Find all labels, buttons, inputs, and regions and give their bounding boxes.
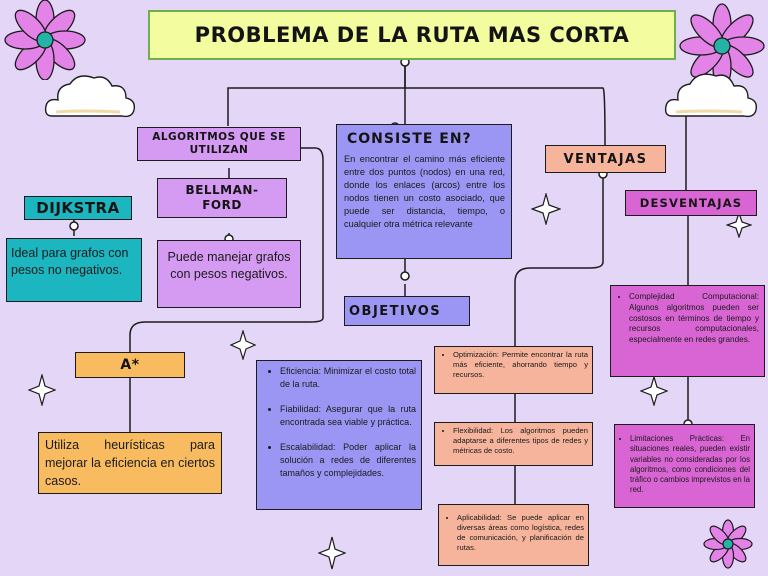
sparkle-star-icon: [531, 193, 561, 225]
desventaja-box-limitaciones: Limitaciones Prácticas: En situaciones r…: [614, 424, 755, 508]
cloud-icon: [664, 73, 758, 118]
bellman-ford-label-text: BELLMAN-FORD: [185, 183, 259, 212]
ventaja-box-optimizacion: Optimización: Permite encontrar la ruta …: [434, 346, 593, 394]
desventaja-box-complejidad: Complejidad Computacional: Algunos algor…: [610, 285, 765, 377]
title-text: PROBLEMA DE LA RUTA MAS CORTA: [194, 23, 630, 47]
bellman-ford-description-text: Puede manejar grafos con pesos negativos…: [167, 250, 291, 281]
astar-description-text: Utiliza heurísticas para mejorar la efic…: [45, 438, 215, 488]
consiste-description: En encontrar el camino más eficiente ent…: [337, 147, 511, 232]
objetivos-list: Eficiencia: Minimizar el costo total de …: [256, 360, 422, 510]
dijkstra-description-text: Ideal para grafos con pesos no negativos…: [11, 246, 129, 277]
dijkstra-label-text: DIJKSTRA: [36, 199, 120, 217]
objetivo-item: Fiabilidad: Asegurar que la ruta encontr…: [280, 403, 416, 429]
ventajas-header: VENTAJAS: [545, 145, 666, 173]
consiste-description-text: En encontrar el camino más eficiente ent…: [344, 154, 505, 230]
ventaja-item: Flexibilidad: Los algoritmos pueden adap…: [453, 426, 588, 456]
objetivo-item: Eficiencia: Minimizar el costo total de …: [280, 365, 416, 391]
objetivo-item: Escalabilidad: Poder aplicar la solución…: [280, 441, 416, 480]
sparkle-star-icon: [726, 212, 752, 238]
desventajas-header-text: DESVENTAJAS: [639, 196, 743, 210]
bellman-ford-label: BELLMAN-FORD: [157, 178, 287, 218]
flower-icon: [4, 0, 86, 80]
sparkle-star-icon: [230, 330, 256, 360]
astar-label: A*: [75, 352, 185, 378]
ventaja-item: Optimización: Permite encontrar la ruta …: [453, 350, 588, 380]
desventaja-item: Complejidad Computacional: Algunos algor…: [629, 292, 759, 346]
sparkle-star-icon: [318, 536, 346, 570]
page-title: PROBLEMA DE LA RUTA MAS CORTA: [148, 10, 676, 60]
objetivos-header: OBJETIVOS: [344, 296, 470, 326]
flower-icon: [703, 519, 753, 569]
dijkstra-description: Ideal para grafos con pesos no negativos…: [6, 238, 142, 302]
ventaja-box-flexibilidad: Flexibilidad: Los algoritmos pueden adap…: [434, 422, 593, 466]
dijkstra-label: DIJKSTRA: [24, 196, 132, 220]
astar-label-text: A*: [120, 357, 140, 373]
objetivos-header-text: OBJETIVOS: [349, 303, 442, 319]
ventajas-header-text: VENTAJAS: [563, 151, 648, 167]
cloud-icon: [44, 75, 136, 118]
ventaja-item: Aplicabilidad: Se puede aplicar en diver…: [457, 513, 584, 553]
astar-description: Utiliza heurísticas para mejorar la efic…: [38, 432, 222, 494]
bellman-ford-description: Puede manejar grafos con pesos negativos…: [157, 240, 301, 308]
consiste-header-text: CONSISTE EN?: [347, 131, 472, 147]
sparkle-star-icon: [28, 374, 56, 406]
sparkle-star-icon: [640, 376, 668, 406]
algoritmos-header: ALGORITMOS QUE SE UTILIZAN: [137, 127, 301, 161]
algoritmos-header-text: ALGORITMOS QUE SE UTILIZAN: [152, 131, 286, 156]
consiste-header: CONSISTE EN?: [337, 125, 511, 147]
ventaja-box-aplicabilidad: Aplicabilidad: Se puede aplicar en diver…: [438, 504, 589, 566]
consiste-panel: CONSISTE EN? En encontrar el camino más …: [336, 124, 512, 259]
desventajas-header: DESVENTAJAS: [625, 190, 757, 216]
desventaja-item: Limitaciones Prácticas: En situaciones r…: [630, 434, 750, 496]
